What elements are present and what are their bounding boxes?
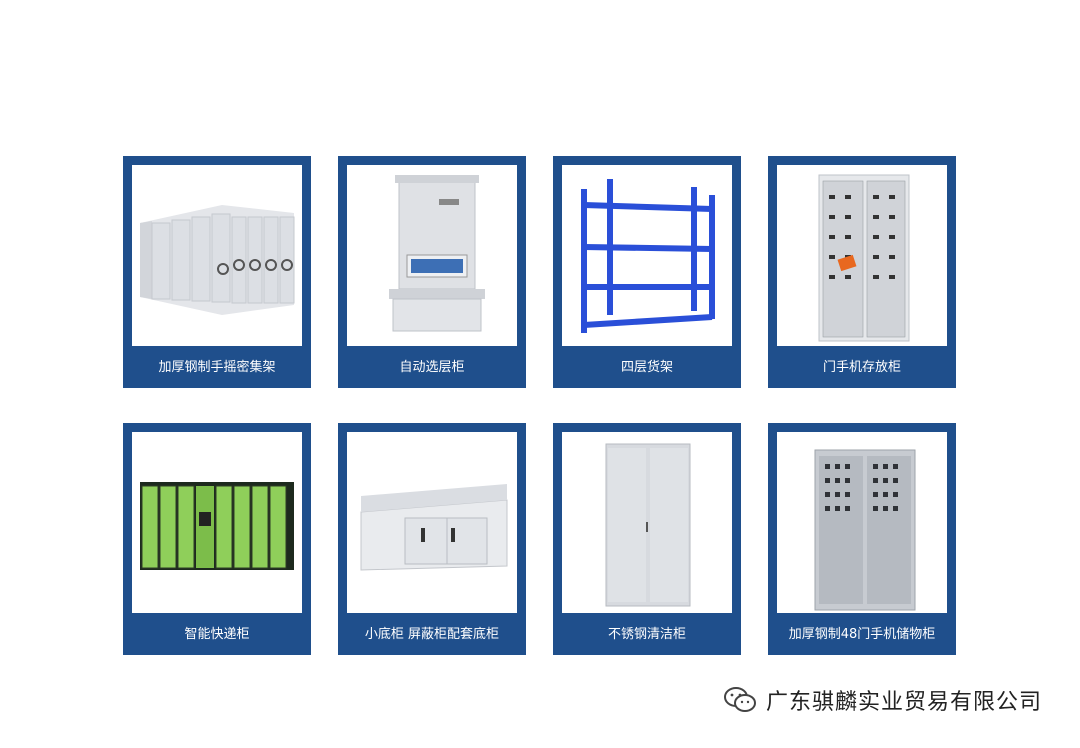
- product-card-3[interactable]: 四层货架: [553, 156, 741, 388]
- company-footer: 广东骐麟实业贸易有限公司: [722, 683, 1042, 717]
- mobile-shelving-image: [132, 165, 302, 346]
- base-cabinet-image: [347, 432, 517, 613]
- product-label: 小底柜 屏蔽柜配套底柜: [364, 627, 500, 642]
- product-label: 自动选层柜: [399, 360, 465, 375]
- product-card-8[interactable]: 加厚钢制48门手机储物柜: [768, 423, 956, 655]
- product-card-6[interactable]: 小底柜 屏蔽柜配套底柜: [338, 423, 526, 655]
- company-name: 广东骐麟实业贸易有限公司: [765, 690, 1042, 715]
- product-card-5[interactable]: 智能快递柜: [123, 423, 311, 655]
- wechat-icon: [723, 687, 756, 712]
- product-label: 门手机存放柜: [822, 360, 901, 375]
- product-label: 智能快递柜: [184, 627, 250, 642]
- product-card-1[interactable]: 加厚钢制手摇密集架: [123, 156, 311, 388]
- auto-layer-cabinet-image: [347, 165, 517, 346]
- product-card-7[interactable]: 不锈钢清洁柜: [553, 423, 741, 655]
- phone-locker-image: [777, 165, 947, 346]
- product-card-2[interactable]: 自动选层柜: [338, 156, 526, 388]
- 48-door-phone-cabinet-image: [777, 432, 947, 613]
- product-label: 不锈钢清洁柜: [607, 627, 686, 642]
- product-label: 加厚钢制手摇密集架: [158, 360, 276, 375]
- smart-parcel-locker-image: [132, 432, 302, 613]
- cleaning-cabinet-image: [562, 432, 732, 613]
- four-tier-rack-image: [562, 165, 732, 346]
- product-label: 四层货架: [620, 360, 673, 375]
- product-card-4[interactable]: 门手机存放柜: [768, 156, 956, 388]
- product-label: 加厚钢制48门手机储物柜: [788, 627, 936, 642]
